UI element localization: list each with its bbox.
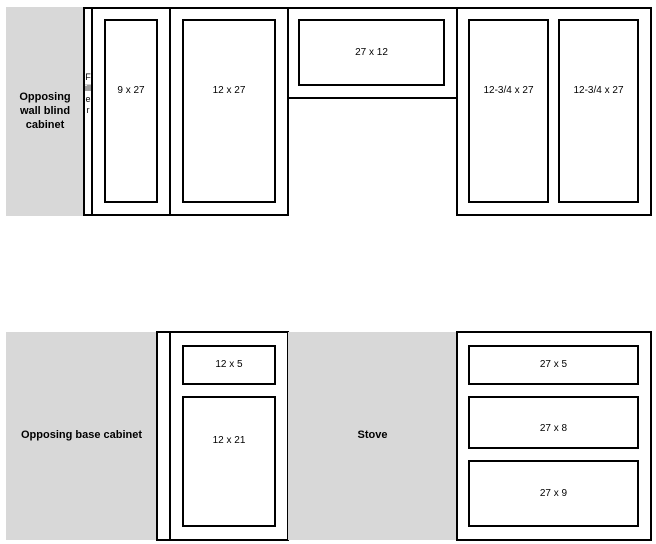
drawer-12x5 [182, 345, 276, 385]
door-12x27 [182, 19, 276, 203]
door-12x21-label: 12 x 21 [212, 434, 246, 446]
drawer-27x8-label: 27 x 8 [539, 422, 568, 434]
drawer-27x5 [468, 345, 639, 385]
drawer-27x9 [468, 460, 639, 527]
opposing-base-cabinet [6, 332, 157, 540]
door-9x27 [104, 19, 158, 203]
stove-label: Stove [357, 429, 388, 442]
door-27x12 [298, 19, 445, 86]
drawer-12x5-label: 12 x 5 [215, 358, 243, 370]
drawer-27x5-label: 27 x 5 [539, 358, 568, 370]
drawer-27x8 [468, 396, 639, 449]
door-12x27-label: 12 x 27 [212, 84, 246, 96]
drawer-27x9-label: 27 x 9 [539, 487, 568, 499]
door-12-3-4-left-label: 12-3/4 x 27 [483, 84, 534, 96]
opposing-wall-blind-cabinet [6, 7, 84, 216]
door-9x27-label: 9 x 27 [117, 84, 145, 96]
stove [288, 332, 457, 540]
filler-label: Filler [85, 72, 91, 115]
door-12-3-4-right-label: 12-3/4 x 27 [573, 84, 624, 96]
door-12-3-4-right [558, 19, 639, 203]
opposing-wall-blind-cabinet-label: Opposing wall blind cabinet [19, 91, 71, 131]
door-12x21 [182, 396, 276, 527]
door-27x12-label: 27 x 12 [355, 46, 388, 58]
door-12-3-4-left [468, 19, 549, 203]
opposing-base-cabinet-label: Opposing base cabinet [20, 429, 143, 442]
